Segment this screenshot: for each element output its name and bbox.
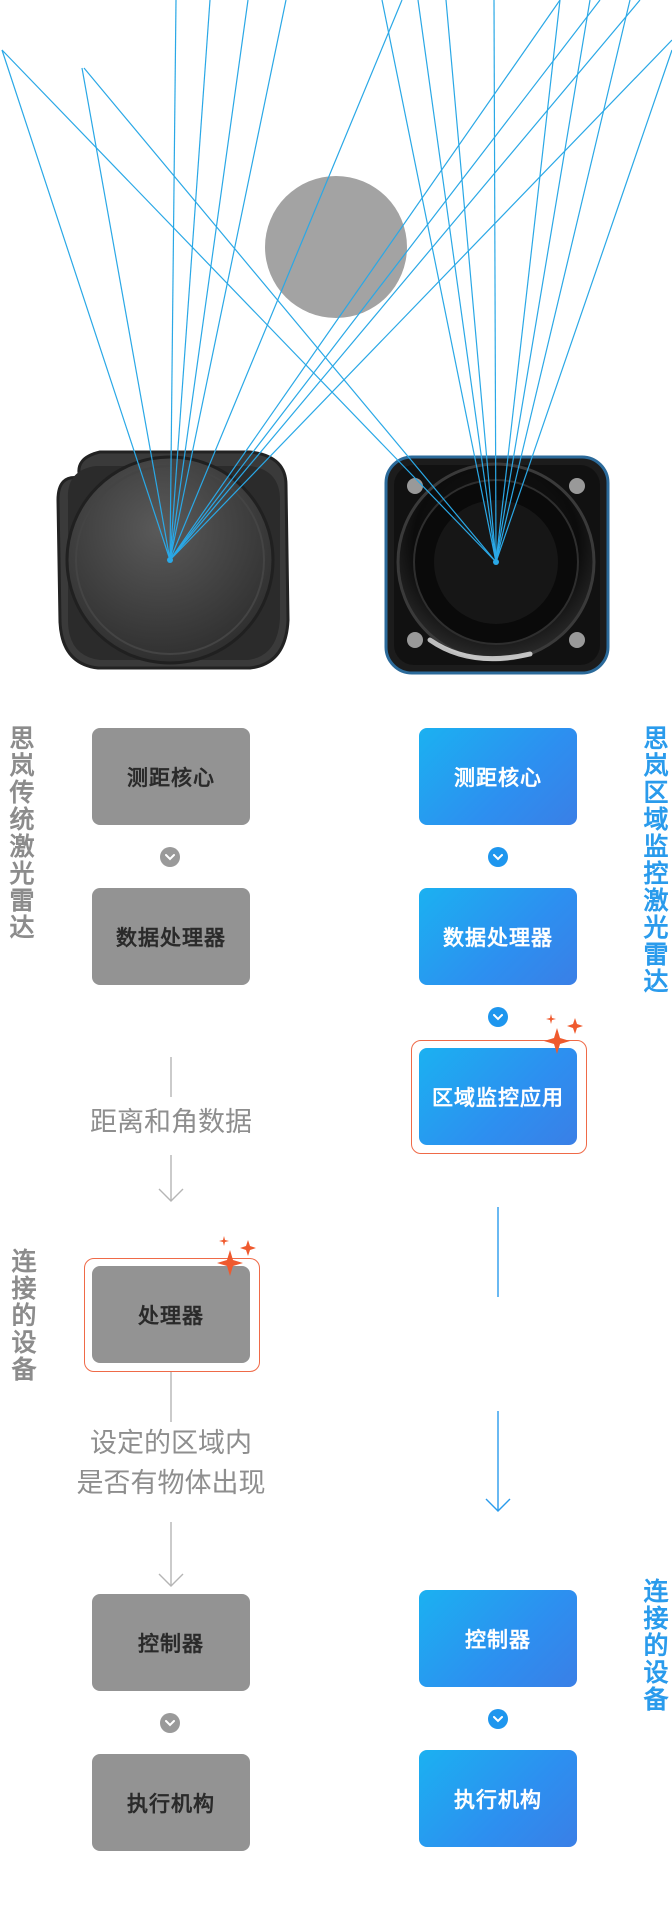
left-laser-ray — [169, 0, 561, 561]
left-ranging-core-box: 测距核心 — [92, 728, 250, 825]
left-laser-ray — [81, 67, 171, 561]
area-monitor-lidar-device — [384, 455, 610, 675]
right-laser-ray — [1, 49, 497, 563]
right-laser-ray — [445, 0, 497, 563]
left-laser-ray — [169, 0, 249, 561]
left-connected-title: 连接的设备 — [8, 1248, 37, 1383]
right-area-monitor-app-box: 区域监控应用 — [419, 1048, 577, 1145]
left-actuator-box: 执行机构 — [92, 1754, 250, 1851]
left-processor-highlight — [84, 1258, 260, 1372]
left-laser-ray — [1, 49, 171, 561]
right-laser-ray — [495, 0, 591, 563]
sparkle-icon — [217, 1236, 256, 1276]
right-laser-ray — [493, 0, 497, 563]
left-data-processor-box: 数据处理器 — [92, 888, 250, 985]
chevron-down-icon — [160, 847, 180, 867]
left-flow-connector-2 — [158, 1372, 184, 1587]
right-device-title: 思岚区域监控激光雷达 — [640, 725, 669, 995]
obstacle-circle — [265, 176, 407, 318]
left-laser-ray — [169, 0, 211, 561]
left-laser-ray — [169, 39, 672, 561]
chevron-down-icon — [488, 1007, 508, 1027]
right-laser-ray — [495, 0, 561, 563]
left-laser-ray — [169, 0, 601, 561]
right-ranging-core-box: 测距核心 — [419, 728, 577, 825]
distance-angle-data-note: 距离和角数据 — [90, 1107, 252, 1138]
right-laser-ray — [495, 49, 672, 563]
right-laser-ray — [83, 67, 497, 563]
lidar-illustration — [1, 0, 672, 675]
right-controller-box: 控制器 — [419, 1590, 577, 1687]
right-laser-ray — [417, 0, 497, 563]
left-device-title: 思岚传统激光雷达 — [6, 725, 35, 941]
chevron-down-icon — [488, 847, 508, 867]
left-laser-ray — [169, 0, 641, 561]
left-controller-box: 控制器 — [92, 1594, 250, 1691]
chevron-down-icon — [488, 1709, 508, 1729]
sparkle-icon — [544, 1014, 583, 1054]
zone-object-note-line1: 设定的区域内 — [90, 1428, 252, 1459]
left-laser-ray — [169, 0, 287, 561]
right-actuator-box: 执行机构 — [419, 1750, 577, 1847]
left-laser-ray — [169, 0, 177, 561]
right-flow-connector — [485, 1207, 511, 1512]
left-laser-ray — [169, 0, 403, 561]
right-laser-ray — [495, 0, 631, 563]
right-laser-ray — [381, 0, 497, 563]
right-connected-title: 连接的设备 — [640, 1578, 669, 1713]
right-area-monitor-highlight — [411, 1040, 587, 1154]
chevron-down-icon — [160, 1713, 180, 1733]
zone-object-note-line2: 是否有物体出现 — [76, 1468, 266, 1499]
left-processor-box: 处理器 — [92, 1266, 250, 1363]
right-data-processor-box: 数据处理器 — [419, 888, 577, 985]
laser-rays — [1, 0, 672, 563]
left-flow-connector-1 — [158, 1057, 184, 1202]
